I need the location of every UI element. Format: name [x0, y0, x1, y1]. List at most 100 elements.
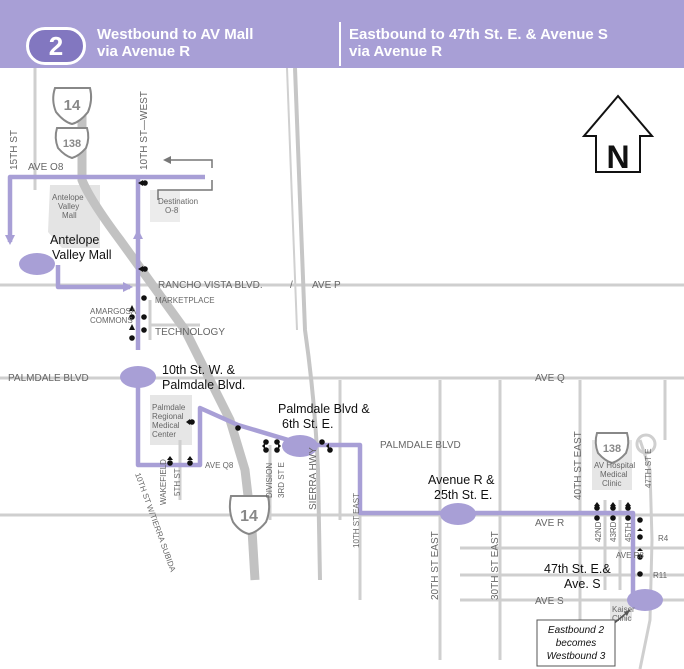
road-slash: /: [290, 280, 293, 291]
timepoint-av-mall-label-2: Valley Mall: [52, 248, 112, 262]
bus-stop[interactable]: [594, 515, 600, 521]
callout-line2: becomes: [556, 638, 597, 649]
road-15th-st: 15TH ST: [9, 130, 20, 170]
road-10th-st-west: 10TH ST—WEST: [139, 91, 150, 170]
sr138-east-label: 138: [603, 443, 621, 455]
bus-stop[interactable]: [141, 314, 147, 320]
bus-stop[interactable]: [637, 534, 643, 540]
bus-stop[interactable]: [637, 517, 643, 523]
timepoint-labels: Antelope Valley Mall 10th St. W. & Palmd…: [50, 233, 611, 591]
route-2-line: [5, 174, 636, 600]
bus-stop[interactable]: [610, 505, 616, 511]
stop-direction-ticks: [129, 180, 643, 551]
landmark-palmdale-regional-2: Regional: [152, 412, 184, 421]
eastbound-title-line2: via Avenue R: [349, 43, 443, 60]
header-divider: [339, 22, 341, 66]
road-labels: 15TH ST 10TH ST—WEST AVE O8 RANCHO VISTA…: [8, 91, 669, 607]
timepoint-10th-palmdale-label-2: Palmdale Blvd.: [162, 378, 245, 392]
sr14-top-label: 14: [64, 97, 81, 114]
road-ave-s: AVE S: [535, 596, 564, 607]
timepoint-av-mall[interactable]: [19, 253, 55, 275]
bus-stop[interactable]: [189, 419, 195, 425]
road-rancho-vista: RANCHO VISTA BLVD.: [158, 280, 263, 291]
road-43rd: 43RD: [609, 521, 618, 542]
bus-stop[interactable]: [129, 314, 135, 320]
timepoint-47th-ave-s-label-2: Ave. S: [564, 577, 601, 591]
bus-stop[interactable]: [141, 295, 147, 301]
road-palmdale-west: PALMDALE BLVD: [8, 373, 89, 384]
westbound-title-line1: Westbound to AV Mall: [97, 26, 254, 43]
bus-stop[interactable]: [167, 460, 173, 466]
north-arrow: N: [581, 94, 655, 175]
road-47th-st-e: 47TH ST E: [644, 449, 653, 488]
bus-stop[interactable]: [129, 335, 135, 341]
landmark-av-mall-1: Antelope: [52, 193, 84, 202]
route-change-callout: Eastbound 2 becomes Westbound 3: [536, 609, 631, 667]
road-sierra-hwy: SIERRA HWY: [308, 447, 319, 510]
landmark-av-mall-3: Mall: [62, 211, 77, 220]
road-wakefield: WAKEFIELD: [159, 459, 168, 505]
road-technology: TECHNOLOGY: [155, 327, 225, 338]
road-ave-r8: AVE R8: [616, 551, 644, 560]
landmark-av-hospital-2: Medical: [600, 470, 628, 479]
road-r11: R11: [653, 571, 668, 580]
timepoint-ave-r-25th[interactable]: [440, 503, 476, 525]
bus-stop[interactable]: [637, 554, 643, 560]
road-amargosa-1: AMARGOSA: [90, 307, 137, 316]
landmark-av-mall-2: Valley: [58, 202, 79, 211]
landmark-palmdale-regional-3: Medical: [152, 421, 180, 430]
road-palmdale-east: PALMDALE BLVD: [380, 440, 461, 451]
landmark-palmdale-regional-4: Center: [152, 430, 176, 439]
landmark-kaiser-1: Kaiser: [612, 605, 635, 614]
timepoint-palmdale-6th[interactable]: [282, 435, 318, 457]
bus-stop[interactable]: [625, 505, 631, 511]
road-45th: 45TH: [624, 522, 633, 542]
road-tierra-subida: 10TH ST W/TIERRA SUBIDA: [133, 472, 178, 574]
roundabout: [635, 433, 657, 455]
sr14-shield-bottom: 14: [228, 495, 271, 536]
landmark-destination-1: Destination: [158, 197, 198, 206]
road-ave-p: AVE P: [312, 280, 341, 291]
road-40th-st-east: 40TH ST EAST: [573, 431, 584, 500]
road-ave-r: AVE R: [535, 518, 564, 529]
sr138-top-label: 138: [63, 138, 81, 150]
bus-stop[interactable]: [610, 515, 616, 521]
landmark-labels: Antelope Valley Mall Destination O-8 Pal…: [52, 193, 635, 623]
bus-stop[interactable]: [594, 505, 600, 511]
road-division: DIVISION: [265, 463, 274, 498]
timepoint-ave-r-25th-label-1: Avenue R &: [428, 473, 495, 487]
bus-stop[interactable]: [637, 571, 643, 577]
timepoints: [19, 253, 663, 611]
sr14-bottom-label: 14: [240, 508, 258, 525]
sr138-shield-east: 138: [594, 432, 630, 465]
route-number-badge: 2: [26, 27, 86, 65]
road-10th-st-east: 10TH ST EAST: [352, 493, 361, 548]
landmark-palmdale-regional-1: Palmdale: [152, 403, 186, 412]
road-30th-st-east: 30TH ST EAST: [490, 531, 501, 600]
bus-stop[interactable]: [142, 180, 148, 186]
sr138-shield-top: 138: [54, 127, 90, 160]
road-ave-q: AVE Q: [535, 373, 565, 384]
bus-stop[interactable]: [319, 439, 325, 445]
av-mall-area: [48, 185, 100, 248]
bus-stop[interactable]: [142, 266, 148, 272]
timepoint-47th-ave-s[interactable]: [627, 589, 663, 611]
road-20th-st-east: 20TH ST EAST: [430, 531, 441, 600]
bus-stop[interactable]: [625, 515, 631, 521]
bus-stop[interactable]: [235, 425, 241, 431]
sr14-shield-top: 14: [52, 87, 93, 126]
north-label: N: [606, 139, 629, 175]
road-42nd: 42ND: [594, 521, 603, 542]
bus-stop[interactable]: [187, 460, 193, 466]
bus-stop[interactable]: [274, 447, 280, 453]
callout-line3: Westbound 3: [547, 651, 606, 662]
road-r4: R4: [658, 534, 669, 543]
timepoint-palmdale-6th-label-1: Palmdale Blvd &: [278, 402, 370, 416]
landmark-av-hospital-1: AV Hospital: [594, 461, 635, 470]
palmdale-regional-area: [150, 395, 192, 445]
road-amargosa-2: COMMONS: [90, 316, 133, 325]
route-header: 2 Westbound to AV Mall via Avenue R East…: [0, 0, 684, 68]
timepoint-10th-palmdale[interactable]: [120, 366, 156, 388]
bus-stop[interactable]: [141, 327, 147, 333]
